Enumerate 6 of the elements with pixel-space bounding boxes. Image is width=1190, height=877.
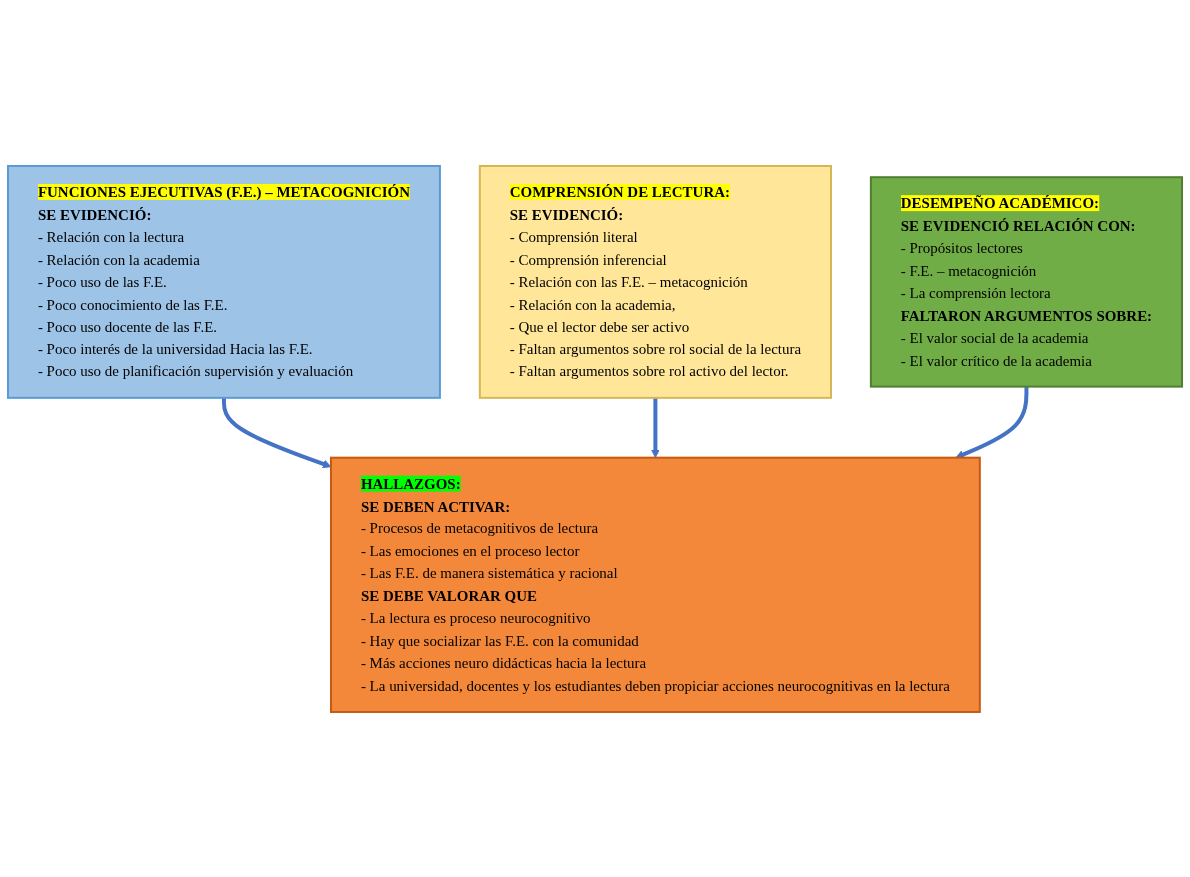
arrow [955, 386, 1029, 459]
node-box: COMPRENSIÓN DE LECTURA: SE EVIDENCIÓ: - Comprensión literal - Comprensión inferencial - Relación con las F.E. – metacognición - Relación con la academia, - Que el lector debe ser activo - Faltan argumentos sobre rol social de la lectura - Faltan argumentos sobre rol activo del lector. [478, 164, 832, 399]
arrow [651, 397, 660, 458]
node-box: HALLAZGOS: SE DEBEN ACTIVAR: - Procesos de metacognitivos de lectura - Las emociones en el proceso lector - Las F.E. de manera sistemática y racional SE DEBE VALORAR QUE - La lectura es proceso neurocognitivo - Hay que socializar las F.E. con la comunidad - Más acciones neuro didácticas hacia la lectura - La universidad, docentes y los estudiantes deben propiciar acciones neurocognitivas en la lectura [330, 456, 981, 713]
node-box: FUNCIONES EJECUTIVAS (F.E.) – METACOGNICIÓN SE EVIDENCIÓ: - Relación con la lectura - Relación con la academia - Poco uso de las F.E. - Poco conocimiento de las F.E. - Poco uso docente de las F.E. - Poco interés de la universidad Hacia las F.E. - Poco uso de planificación supervisión y evaluación [7, 164, 441, 399]
node-box: DESEMPEÑO ACADÉMICO: SE EVIDENCIÓ RELACIÓN CON: - Propósitos lectores - F.E. – metacognición - La comprensión lectora FALTARON ARGUMENTOS SOBRE: - El valor social de la academia - El valor crítico de la academia [869, 175, 1183, 388]
